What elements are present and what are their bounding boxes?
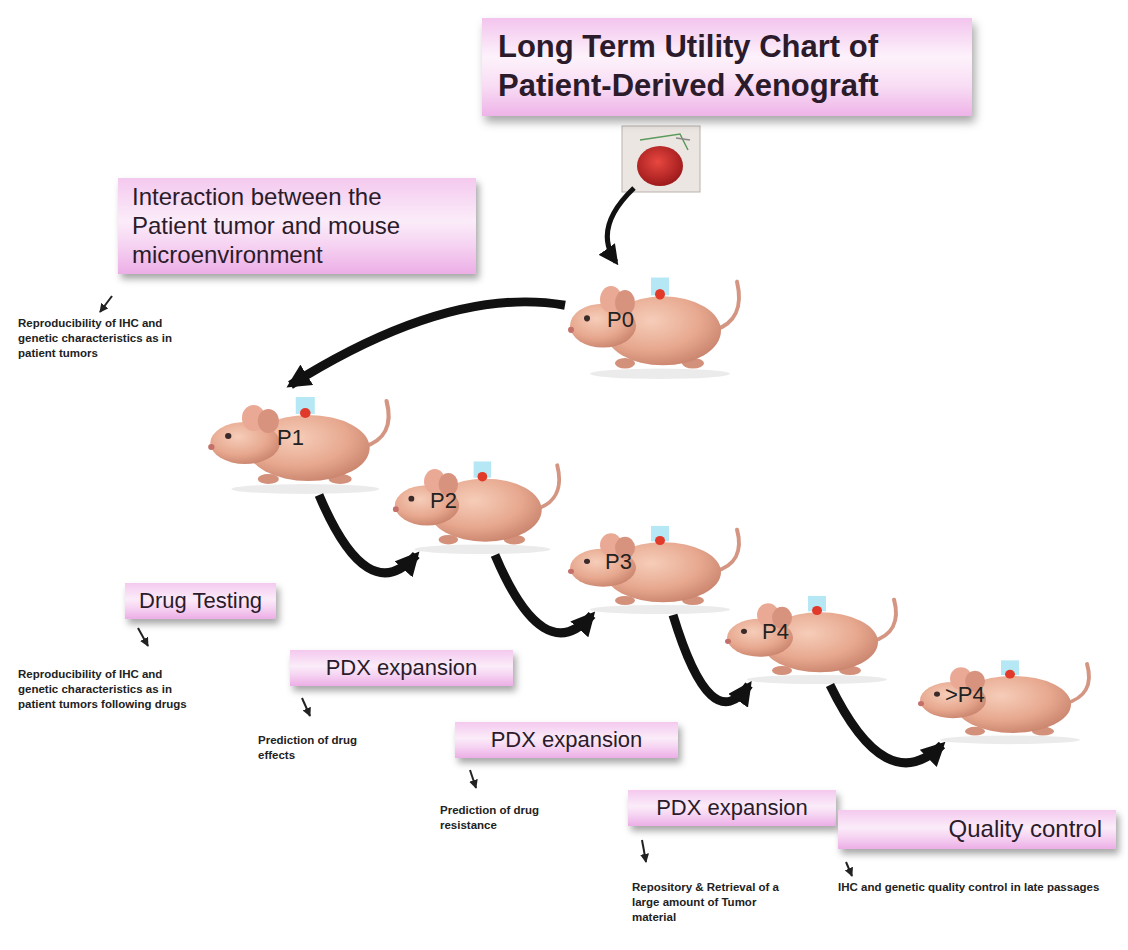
mouse-passage: P4 — [722, 585, 902, 685]
utility-box: Quality control — [838, 810, 1116, 849]
tumor-photo — [622, 126, 700, 192]
box-text: PDX expansion — [304, 655, 499, 681]
passage-label: P3 — [605, 551, 632, 573]
utility-note: Reproducibility of IHC and genetic chara… — [18, 316, 203, 361]
mouse-passage: >P4 — [915, 650, 1095, 745]
mouse-outline — [390, 450, 565, 555]
passage-label: >P4 — [945, 684, 985, 706]
utility-note: Reproducibility of IHC and genetic chara… — [18, 667, 193, 712]
utility-note: Repository & Retrieval of a large amount… — [632, 880, 802, 925]
mouse-outline — [722, 585, 902, 685]
utility-box: PDX expansion — [455, 722, 678, 758]
box-text: Quality control — [852, 815, 1102, 844]
mouse-outline — [565, 515, 745, 615]
box-text: PDX expansion — [642, 795, 822, 821]
utility-note: Prediction of drug resistance — [440, 803, 550, 833]
utility-note: Prediction of drug effects — [258, 733, 378, 763]
utility-box: PDX expansion — [628, 790, 836, 826]
chart-title: Long Term Utility Chart of Patient-Deriv… — [482, 18, 972, 116]
passage-label: P2 — [430, 490, 457, 512]
utility-box: Interaction between the Patient tumor an… — [118, 178, 476, 274]
passage-label: P4 — [762, 621, 789, 643]
mouse-passage: P0 — [565, 265, 745, 380]
box-text: Interaction between the Patient tumor an… — [132, 183, 462, 269]
implant-arrow — [607, 188, 634, 262]
mouse-passage: P2 — [390, 450, 565, 555]
utility-box: PDX expansion — [290, 650, 513, 686]
box-text: Drug Testing — [139, 588, 262, 614]
utility-box: Drug Testing — [125, 583, 276, 619]
utility-note: IHC and genetic quality control in late … — [838, 880, 1108, 895]
box-text: PDX expansion — [469, 727, 664, 753]
mouse-outline — [915, 650, 1095, 745]
mouse-outline — [565, 265, 745, 380]
mouse-passage: P1 — [205, 385, 395, 495]
passage-arrow — [291, 302, 566, 385]
mouse-passage: P3 — [565, 515, 745, 615]
leader-arrows — [100, 296, 852, 876]
passage-label: P0 — [607, 309, 634, 331]
passage-label: P1 — [277, 427, 304, 449]
